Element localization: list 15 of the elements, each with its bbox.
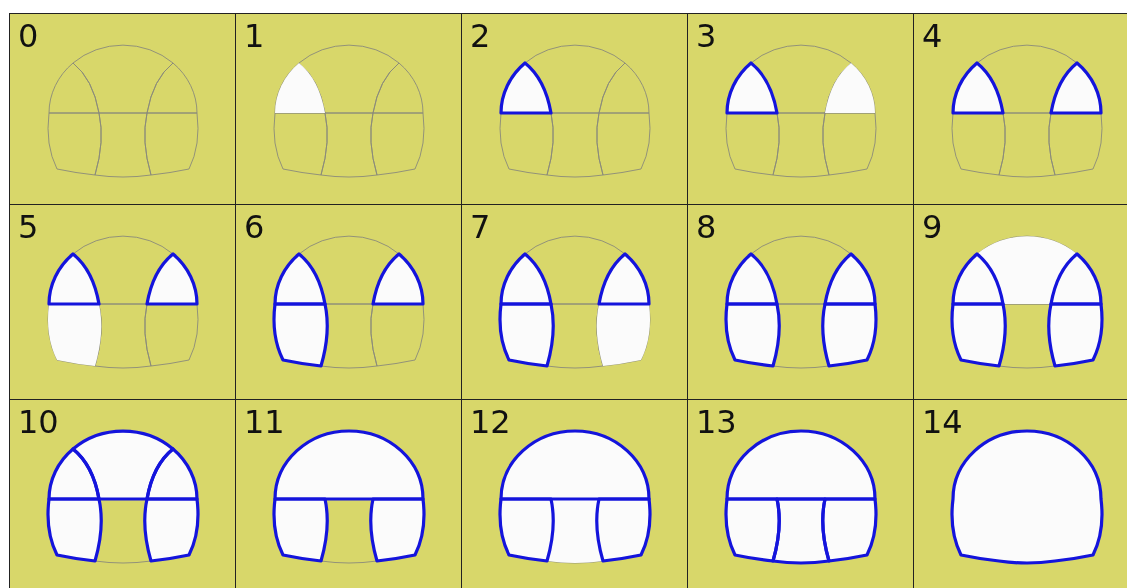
step-number: 11 (244, 406, 285, 438)
step-number: 9 (922, 211, 943, 243)
step-number: 3 (696, 20, 717, 52)
step-number: 14 (922, 406, 963, 438)
step-number: 2 (470, 20, 491, 52)
step-number: 8 (696, 211, 717, 243)
step-number: 0 (18, 20, 39, 52)
step-number: 6 (244, 211, 265, 243)
step-number: 4 (922, 20, 943, 52)
step-number: 1 (244, 20, 265, 52)
step-number: 13 (696, 406, 737, 438)
step-number: 12 (470, 406, 511, 438)
step-number: 5 (18, 211, 39, 243)
step-number: 10 (18, 406, 59, 438)
step-number: 7 (470, 211, 491, 243)
